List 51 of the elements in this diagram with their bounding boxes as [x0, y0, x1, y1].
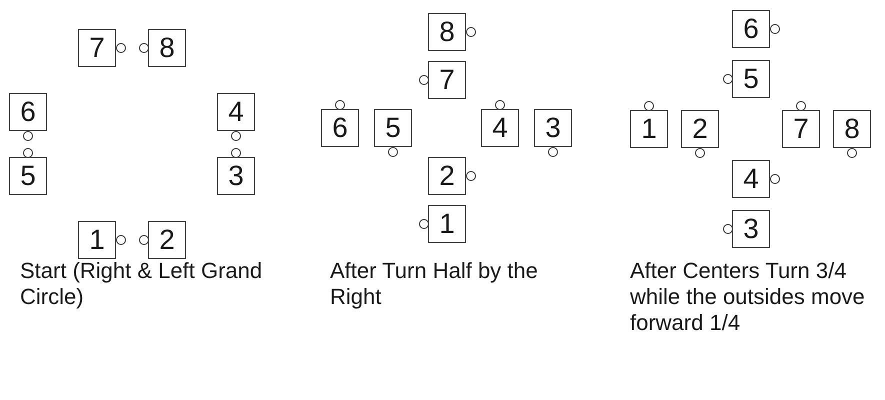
dancer-box: [428, 13, 466, 51]
dancer-box: [732, 60, 770, 98]
dancer-box: [481, 109, 519, 147]
dancer-number: 6: [743, 15, 759, 43]
dancer-box: [428, 205, 466, 243]
dancer-box: [148, 221, 186, 259]
dancer-box: [534, 109, 572, 147]
dancer-box: [732, 210, 770, 248]
panel-caption: Start (Right & Left Grand Circle): [20, 258, 264, 310]
dancer-number: 8: [439, 18, 455, 46]
dancer-box: [732, 160, 770, 198]
dancer-number: 6: [20, 98, 36, 126]
dancer-box: [681, 110, 719, 148]
panel-caption: After Centers Turn 3/4 while the outsides move forward 1/4: [630, 258, 866, 336]
dancer-box: [217, 93, 255, 131]
dancer-box: [428, 157, 466, 195]
dancer-number: 5: [743, 65, 759, 93]
dancer-number: 4: [492, 114, 508, 142]
dancer-box: [321, 109, 359, 147]
dancer-number: 1: [89, 226, 105, 254]
dancer-number: 2: [439, 162, 455, 190]
dancer-number: 8: [844, 115, 860, 143]
dancer-number: 2: [159, 226, 175, 254]
dancer-number: 7: [439, 66, 455, 94]
dancer-number: 2: [692, 115, 708, 143]
dancer-number: 4: [228, 98, 244, 126]
dancer-box: [428, 61, 466, 99]
dancer-number: 3: [228, 162, 244, 190]
dancer-number: 7: [793, 115, 809, 143]
dancer-number: 4: [743, 165, 759, 193]
dancer-number: 7: [89, 34, 105, 62]
dancer-number: 3: [545, 114, 561, 142]
dancer-box: [78, 29, 116, 67]
dancer-box: [782, 110, 820, 148]
panel-caption: After Turn Half by the Right: [330, 258, 539, 310]
dancer-box: [833, 110, 871, 148]
dancer-box: [148, 29, 186, 67]
dancer-number: 5: [20, 162, 36, 190]
dancer-box: [374, 109, 412, 147]
dancer-number: 6: [332, 114, 348, 142]
dancer-box: [630, 110, 668, 148]
dancer-number: 1: [641, 115, 657, 143]
dancer-box: [9, 93, 47, 131]
dancer-number: 3: [743, 215, 759, 243]
dancer-box: [9, 157, 47, 195]
dancer-number: 1: [439, 210, 455, 238]
dancer-box: [732, 10, 770, 48]
dancer-box: [217, 157, 255, 195]
dancer-box: [78, 221, 116, 259]
dancer-number: 5: [385, 114, 401, 142]
dancer-number: 8: [159, 34, 175, 62]
